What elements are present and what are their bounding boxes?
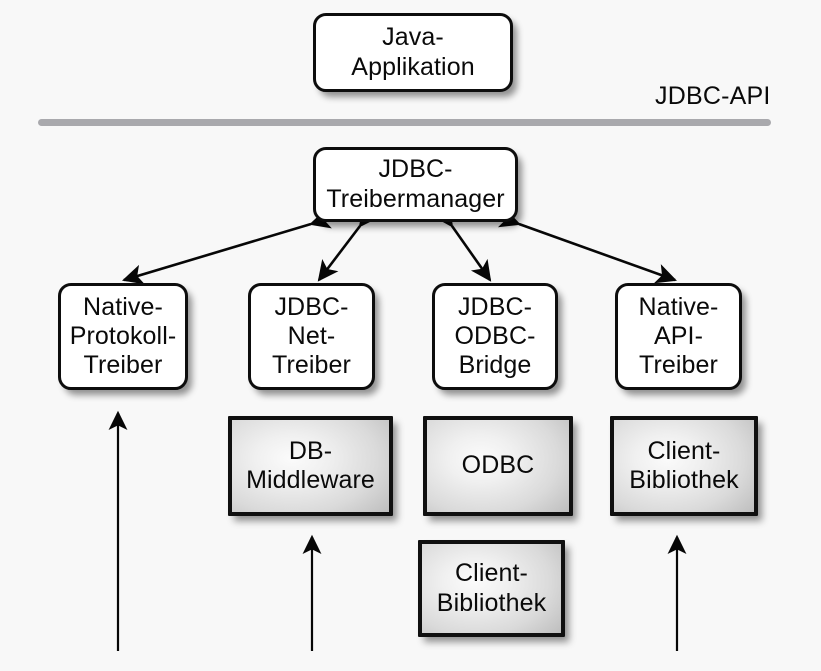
edge-manager-to-native-api — [497, 208, 677, 284]
edge-manager-to-native-protokoll — [122, 208, 332, 285]
edge-manager-to-jdbc-odbc — [432, 204, 492, 282]
node-client-bibliothek-center: Client- Bibliothek — [418, 540, 565, 637]
node-jdbc-odbc-bridge: JDBC- ODBC- Bridge — [432, 283, 558, 390]
node-jdbc-treibermanager: JDBC- Treibermanager — [313, 147, 518, 222]
node-odbc: ODBC — [423, 416, 573, 516]
node-native-api-treiber: Native- API- Treiber — [615, 283, 742, 390]
node-client-bibliothek-right: Client- Bibliothek — [610, 416, 758, 516]
jdbc-api-label: JDBC-API — [655, 82, 771, 110]
node-db-middleware: DB- Middleware — [228, 416, 393, 516]
node-native-protokoll-treiber: Native- Protokoll- Treiber — [58, 283, 188, 390]
jdbc-api-boundary-line — [38, 119, 771, 126]
node-java-applikation: Java- Applikation — [313, 13, 513, 92]
node-jdbc-net-treiber: JDBC- Net- Treiber — [248, 283, 375, 390]
edge-manager-to-jdbc-net — [317, 204, 380, 282]
